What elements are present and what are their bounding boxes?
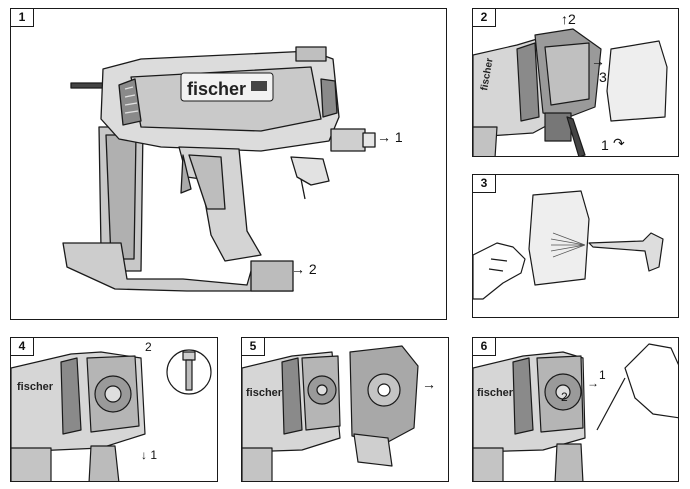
step-number: 5 bbox=[242, 338, 265, 356]
step-number: 1 bbox=[11, 9, 34, 27]
callout-arrow: → bbox=[422, 376, 436, 392]
step-1-panel: 1 bbox=[10, 8, 447, 320]
brand-text: fischer bbox=[17, 381, 54, 393]
callout-2: 2 bbox=[145, 340, 152, 354]
step-5-panel: 5 fischer → bbox=[241, 337, 449, 482]
step-6-panel: 6 fischer 1 2 → bbox=[472, 337, 679, 482]
brand-text: fischer bbox=[246, 387, 283, 399]
step-2-panel: 2 fischer ↑2 → 3 1 ↷ bbox=[472, 8, 679, 157]
callout-1: → 1 bbox=[377, 129, 403, 145]
fan-unscrew-illustration: fischer bbox=[11, 349, 212, 481]
step-number: 4 bbox=[11, 338, 34, 356]
step-4-panel: 4 fischer 2 ↓ 1 bbox=[10, 337, 218, 482]
brand-label bbox=[180, 72, 274, 102]
step-number: 3 bbox=[473, 175, 496, 193]
step-number: 6 bbox=[473, 338, 496, 356]
spray-lines bbox=[550, 232, 586, 258]
step-number: 2 bbox=[473, 9, 496, 27]
callout-arrow: → bbox=[591, 53, 605, 69]
callout-3: 3 bbox=[599, 69, 607, 85]
step-3-panel: 3 bbox=[472, 174, 679, 318]
callout-1: 1 bbox=[599, 368, 606, 382]
callout-2: → 2 bbox=[291, 261, 317, 277]
callout-1: 1 bbox=[601, 137, 609, 153]
fan-removal-illustration: fischer bbox=[242, 345, 419, 481]
brand-text: fischer bbox=[187, 79, 246, 99]
callout-2: 2 bbox=[561, 390, 568, 404]
brand-text: fischer bbox=[477, 387, 514, 399]
fan-cleaning-illustration: fischer bbox=[473, 343, 678, 481]
callout-1: ↓ 1 bbox=[141, 448, 158, 462]
callout-arrow: → bbox=[587, 376, 599, 390]
cover-removal-illustration: fischer bbox=[473, 28, 668, 156]
air-cleaning-illustration bbox=[473, 190, 664, 300]
callout-rotate: ↷ bbox=[613, 135, 625, 151]
callout-up-2: ↑2 bbox=[561, 11, 576, 27]
nailer-illustration: fischer bbox=[62, 46, 376, 292]
